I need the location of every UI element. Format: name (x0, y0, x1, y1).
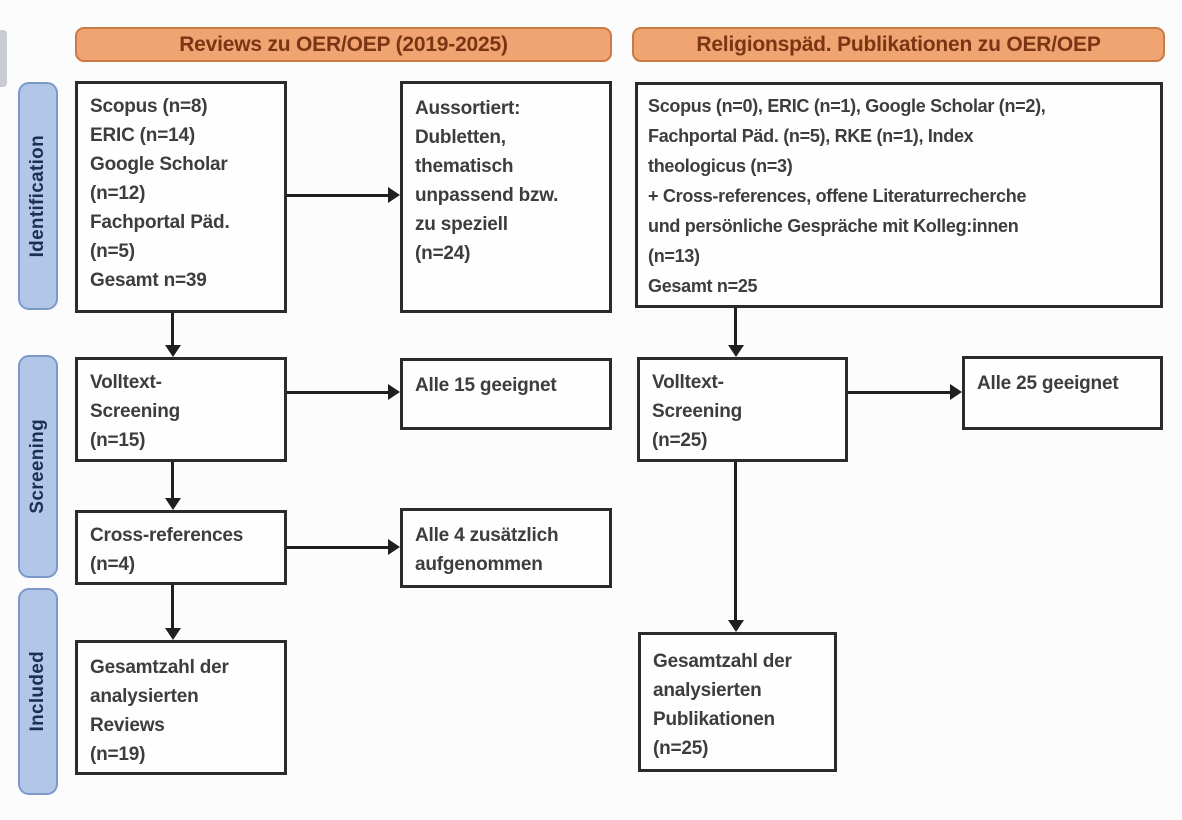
stage-label-included: Included (18, 588, 58, 795)
box-right-included-total: Gesamtzahl der analysierten Publikatione… (638, 632, 837, 772)
stage-label-identification-text: Identification (27, 134, 48, 258)
arrow-left-crossref-to-included-line (171, 585, 174, 628)
arrow-left-fulltext-to-result-line (287, 391, 388, 394)
arrow-left-fulltext-to-crossref-line (171, 462, 174, 498)
arrow-right-fulltext-to-result-head (950, 384, 962, 400)
arrow-left-fulltext-to-result-head (388, 384, 400, 400)
box-right-fulltext-screening: Volltext- Screening (n=25) (637, 357, 848, 462)
box-left-crossreferences: Cross-references (n=4) (75, 510, 287, 585)
arrow-right-fulltext-to-included-head (728, 620, 744, 632)
arrow-left-crossref-to-result-head (388, 539, 400, 555)
arrow-right-ident-to-fulltext-head (728, 345, 744, 357)
box-left-excluded: Aussortiert: Dubletten, thematisch unpas… (400, 81, 612, 313)
box-right-fulltext-result: Alle 25 geeignet (962, 356, 1163, 430)
box-right-identification: Scopus (n=0), ERIC (n=1), Google Scholar… (635, 82, 1163, 308)
stage-label-screening-text: Screening (27, 419, 48, 514)
left-edge-fragment (0, 30, 7, 87)
arrow-left-ident-to-fulltext-head (165, 345, 181, 357)
arrow-left-crossref-to-included-head (165, 628, 181, 640)
arrow-left-ident-to-excluded-line (287, 194, 388, 197)
column-header-religionspaed: Religionspäd. Publikationen zu OER/OEP (632, 27, 1165, 62)
box-left-fulltext-result: Alle 15 geeignet (400, 358, 612, 430)
stage-label-screening: Screening (18, 355, 58, 578)
arrow-right-fulltext-to-result-line (848, 391, 950, 394)
box-left-included-total: Gesamtzahl der analysierten Reviews (n=1… (75, 640, 287, 775)
stage-label-included-text: Included (27, 651, 48, 732)
arrow-left-fulltext-to-crossref-head (165, 498, 181, 510)
column-header-religionspaed-label: Religionspäd. Publikationen zu OER/OEP (696, 32, 1101, 56)
column-header-reviews-label: Reviews zu OER/OEP (2019-2025) (179, 32, 508, 56)
box-left-fulltext-screening: Volltext- Screening (n=15) (75, 357, 287, 462)
box-left-identification: Scopus (n=8) ERIC (n=14) Google Scholar … (75, 81, 287, 313)
arrow-right-fulltext-to-included-line (734, 462, 737, 620)
arrow-left-ident-to-excluded-head (388, 187, 400, 203)
stage-label-identification: Identification (18, 82, 58, 310)
column-header-reviews: Reviews zu OER/OEP (2019-2025) (75, 27, 612, 62)
arrow-left-crossref-to-result-line (287, 546, 388, 549)
box-left-crossref-result: Alle 4 zusätzlich aufgenommen (400, 508, 612, 588)
arrow-left-ident-to-fulltext-line (171, 313, 174, 346)
arrow-right-ident-to-fulltext-line (734, 308, 737, 345)
